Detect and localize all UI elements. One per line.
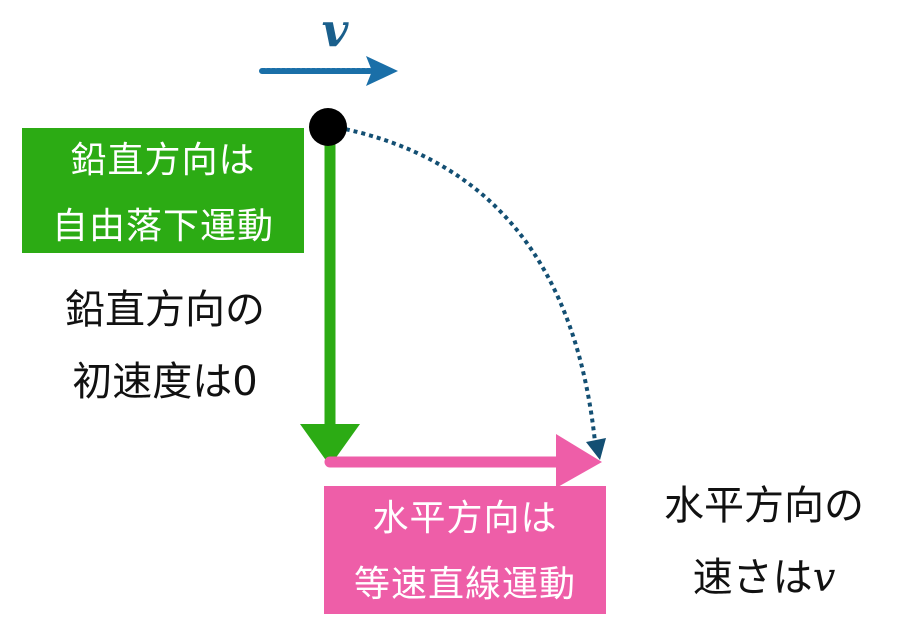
horizontal-note-line1: 水平方向の	[664, 483, 864, 529]
horizontal-speed-note: 水平方向の 速さはv	[634, 470, 894, 614]
horizontal-motion-label-line2: 等速直線運動	[353, 564, 576, 605]
vertical-motion-label-line2: 自由落下運動	[51, 206, 274, 247]
horizontal-motion-arrow	[324, 434, 602, 488]
vertical-note-line2: 初速度は0	[72, 359, 258, 405]
horizontal-note-line2: 速さはv	[634, 542, 894, 614]
vertical-note-line1: 鉛直方向の	[65, 287, 265, 333]
trajectory-path	[329, 124, 598, 453]
vertical-motion-label-line1: 鉛直方向は	[70, 140, 256, 181]
horizontal-note-velocity-symbol: v	[812, 555, 836, 601]
horizontal-note-prefix: 速さは	[692, 555, 813, 601]
vertical-initial-velocity-note: 鉛直方向の 初速度は0	[20, 274, 310, 418]
ball	[309, 108, 347, 146]
horizontal-motion-label-line1: 水平方向は	[372, 498, 558, 539]
velocity-symbol: v	[321, 3, 349, 57]
horizontal-motion-label: 水平方向は 等速直線運動	[324, 486, 606, 614]
vertical-motion-label: 鉛直方向は 自由落下運動	[22, 128, 304, 253]
trajectory-arrowhead	[586, 438, 606, 460]
vertical-motion-arrow	[300, 140, 360, 466]
velocity-arrow	[259, 56, 398, 86]
